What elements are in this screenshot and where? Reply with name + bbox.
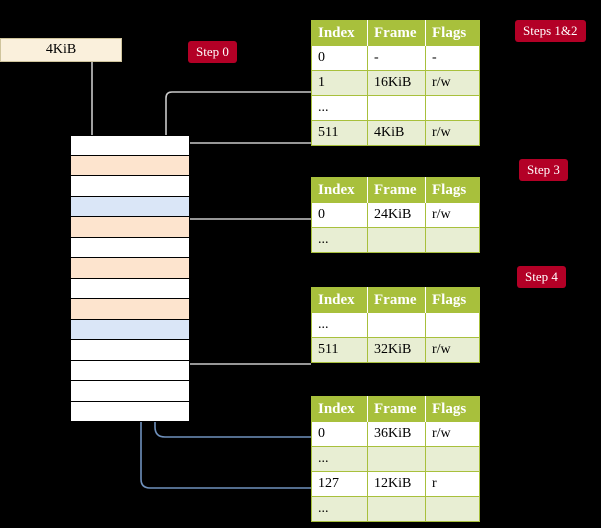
table-cell: ... [311, 227, 368, 254]
table-cell [425, 312, 480, 339]
table-cell [425, 496, 480, 523]
table-cell: ... [311, 95, 368, 122]
table-cell: ... [311, 496, 368, 523]
table-header-flags: Flags [425, 20, 480, 46]
table-header-frame: Frame [367, 177, 426, 203]
table-cell: 1 [311, 70, 368, 97]
memory-frame-row [70, 217, 190, 238]
table-cell: 12KiB [367, 471, 426, 498]
table-cell: - [367, 45, 426, 72]
table-cell: 0 [311, 202, 368, 229]
table-cell: 511 [311, 120, 368, 147]
memory-frame-row [70, 237, 190, 258]
wire-step12-table1-index511 [177, 142, 311, 162]
table-cell [425, 446, 480, 473]
memory-frame-row [70, 176, 190, 197]
table-cell: r/w [425, 421, 480, 448]
table-header-flags: Flags [425, 177, 480, 203]
step-badge-step4: Step 4 [517, 266, 566, 288]
memory-frame-row [70, 360, 190, 381]
physical-memory-column [70, 135, 190, 422]
table-cell [367, 227, 426, 254]
table-header-frame: Frame [367, 287, 426, 313]
table-header-frame: Frame [367, 396, 426, 422]
memory-frame-row [70, 135, 190, 156]
memory-frame-row [70, 278, 190, 299]
table-row: ... [311, 312, 480, 339]
table-cell: 4KiB [367, 120, 426, 147]
table-cell: 0 [311, 421, 368, 448]
wire-step4-table4-index127 [129, 203, 311, 489]
memory-frame-row [70, 258, 190, 279]
table-cell [367, 95, 426, 122]
source-frame-box: 4KiB [0, 38, 122, 62]
step-badge-steps12: Steps 1&2 [515, 20, 586, 42]
wire-step12-table1-index1 [165, 91, 311, 155]
memory-frame-row [70, 319, 190, 340]
table-cell [425, 95, 480, 122]
table-header-flags: Flags [425, 287, 480, 313]
table-cell: 127 [311, 471, 368, 498]
table-cell: 0 [311, 45, 368, 72]
table-cell: 16KiB [367, 70, 426, 97]
table-cell: r/w [425, 120, 480, 147]
memory-frame-row [70, 381, 190, 402]
wire-step4-table4-index0 [143, 323, 311, 438]
table-cell: r [425, 471, 480, 498]
table-cell: 32KiB [367, 337, 426, 364]
source-frame-label: 4KiB [45, 42, 77, 57]
table-header-index: Index [311, 396, 368, 422]
table-header-flags: Flags [425, 396, 480, 422]
memory-frame-row [70, 196, 190, 217]
table-row: ... [311, 446, 480, 473]
table-cell [367, 312, 426, 339]
memory-frame-row [70, 155, 190, 176]
memory-frame-row [70, 340, 190, 361]
table-header-index: Index [311, 20, 368, 46]
table-header-index: Index [311, 177, 368, 203]
table-row: 0-- [311, 45, 480, 72]
table-cell [425, 227, 480, 254]
table-cell [367, 446, 426, 473]
table-cell: 511 [311, 337, 368, 364]
table-row: ... [311, 227, 480, 254]
table-header-frame: Frame [367, 20, 426, 46]
memory-frame-row [70, 299, 190, 320]
table-row: ... [311, 496, 480, 523]
table-cell: ... [311, 446, 368, 473]
table-cell: ... [311, 312, 368, 339]
step-badge-step0: Step 0 [188, 41, 237, 63]
memory-frame-row [70, 401, 190, 422]
table-cell [367, 496, 426, 523]
table-cell: - [425, 45, 480, 72]
table-cell: r/w [425, 337, 480, 364]
step-badge-step3: Step 3 [519, 159, 568, 181]
table-cell: 24KiB [367, 202, 426, 229]
table-cell: 36KiB [367, 421, 426, 448]
table-cell: r/w [425, 70, 480, 97]
table-cell: r/w [425, 202, 480, 229]
table-row: ... [311, 95, 480, 122]
table-header-index: Index [311, 287, 368, 313]
wire-step3-table2-index0 [177, 218, 311, 257]
wire-step3-table3-index511 [166, 305, 311, 365]
